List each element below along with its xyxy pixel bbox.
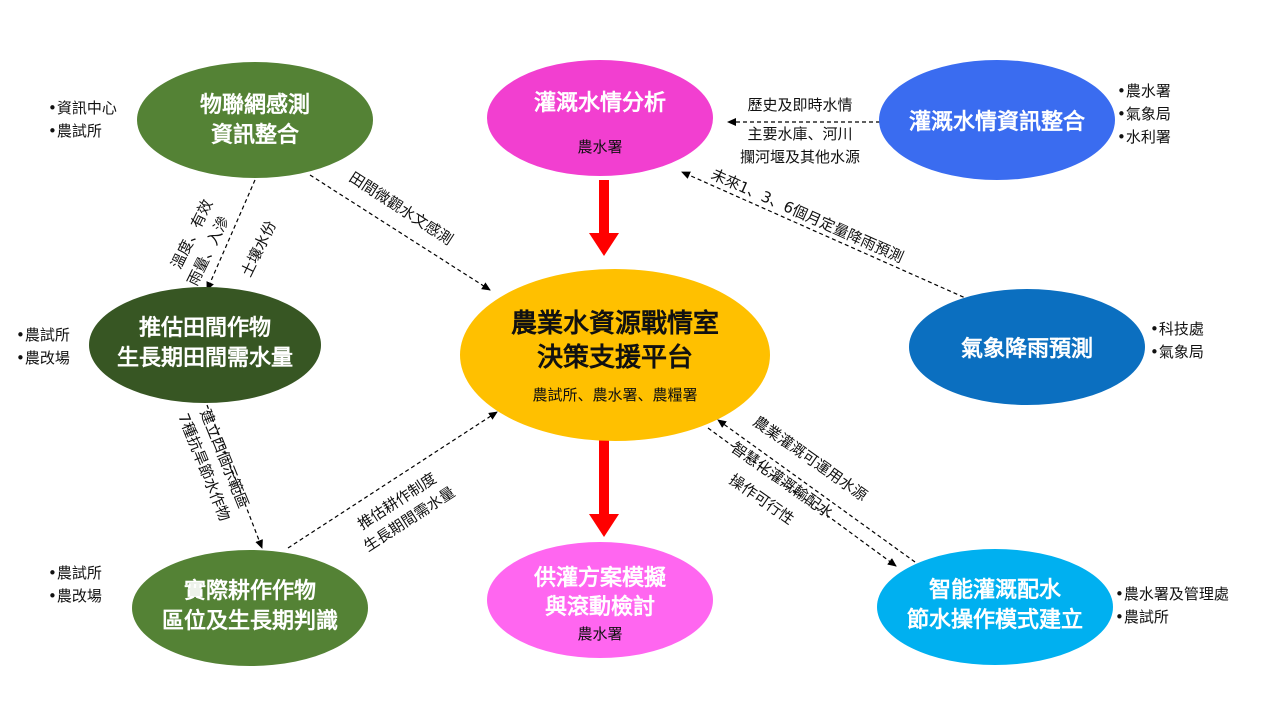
org-item: •農試所 [16, 326, 70, 344]
node-title: 推估田間作物 [139, 315, 271, 341]
org-item: •資訊中心 [48, 99, 117, 117]
org-item: •農試所 [48, 122, 102, 140]
org-item: •氣象局 [1117, 105, 1171, 123]
link-label-iot-center: 田間微觀水文感測 [346, 168, 456, 248]
org-item: •氣象局 [1150, 343, 1204, 361]
red-arrow-center-to-plan [589, 440, 619, 537]
center-orgs: 農試所、農水署、農糧署 [532, 386, 697, 404]
node-title: 灌溉水情資訊整合 [909, 109, 1086, 135]
link-label: 主要水庫、河川 [747, 125, 852, 143]
node-estimate: 推估田間作物 生長期田間需水量 [89, 287, 321, 403]
link-label: 攔河堰及其他水源 [740, 148, 860, 166]
org-item: •農試所 [1115, 608, 1169, 626]
node-title: 實際耕作作物 [184, 578, 316, 604]
org-item: •農試所 [48, 564, 102, 582]
org-item: •農水署及管理處 [1115, 585, 1229, 603]
link-label: 土壤水份 [237, 218, 279, 280]
node-title: 智能灌溉配水 [929, 577, 1062, 603]
link-label: 歷史及即時水情 [747, 96, 852, 114]
connector-center-smart [707, 427, 897, 567]
node-plan: 供灌方案模擬 與滾動檢討 農水署 [487, 542, 713, 658]
node-info: 灌溉水情資訊整合 [879, 60, 1115, 180]
node-title: 區位及生長期判識 [162, 608, 338, 634]
node-iot: 物聯網感測 資訊整合 [137, 62, 373, 178]
node-title: 物聯網感測 [200, 92, 310, 118]
link-label-weather: 未來1、3、6個月定量降雨預測 [708, 165, 906, 266]
org-item: •水利署 [1117, 128, 1171, 146]
node-title: 灌溉水情分析 [534, 90, 666, 116]
node-org: 農水署 [577, 138, 622, 156]
connector-weather-analysis [681, 171, 971, 301]
node-org: 農水署 [577, 625, 622, 643]
center-title: 決策支援平台 [537, 342, 693, 373]
org-item: •農水署 [1117, 82, 1171, 100]
org-item: •農改場 [16, 349, 70, 367]
connector-iot-estimate [206, 179, 256, 291]
connector-iot-center [309, 174, 491, 291]
node-title: 與滾動檢討 [545, 594, 655, 620]
node-actual: 實際耕作作物 區位及生長期判識 [132, 550, 368, 666]
node-weather: 氣象降雨預測 [909, 289, 1145, 405]
org-item: •科技處 [1150, 320, 1204, 338]
center-title: 農業水資源戰情室 [511, 308, 719, 339]
node-center: 農業水資源戰情室 決策支援平台 農試所、農水署、農糧署 [460, 269, 770, 441]
node-title: 資訊整合 [211, 122, 300, 148]
node-analysis: 灌溉水情分析 農水署 [487, 60, 713, 176]
node-title: 氣象降雨預測 [961, 336, 1093, 362]
connector-smart-center [717, 419, 916, 563]
node-title: 節水操作模式建立 [907, 607, 1083, 633]
red-arrow-analysis-to-center [589, 180, 619, 256]
node-smart: 智能灌溉配水 節水操作模式建立 [877, 549, 1113, 665]
org-item: •農改場 [48, 587, 102, 605]
node-title: 供灌方案模擬 [533, 565, 667, 591]
connector-estimate-actual [206, 404, 263, 549]
node-title: 生長期田間需水量 [117, 346, 293, 371]
